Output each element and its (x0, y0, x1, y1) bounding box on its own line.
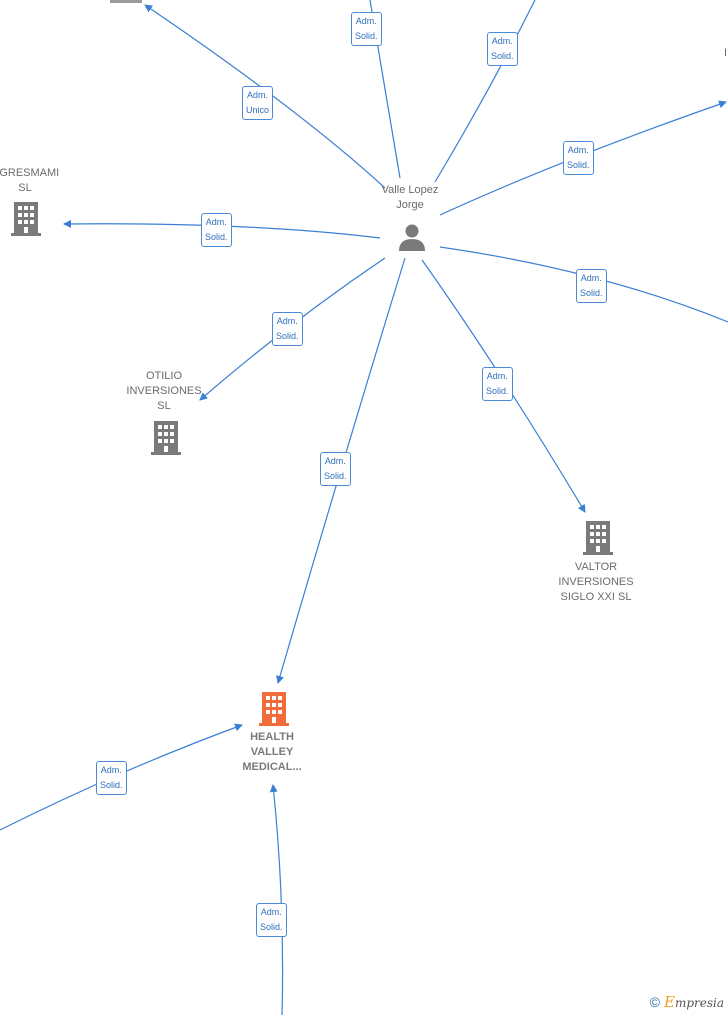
edge-label-line: Adm. (324, 456, 346, 466)
person-name-line: Jorge (396, 199, 424, 211)
company-name-line: I (724, 47, 728, 59)
edge-label-valtor[interactable]: Adm. Solid. (482, 367, 513, 401)
edge-label-line: Adm. (580, 273, 602, 283)
edge-label-line: Adm. (100, 765, 122, 775)
edge-label-line: Adm. (486, 371, 508, 381)
company-label-otilio[interactable]: OTILIO INVERSIONES SL (126, 369, 201, 414)
edge-label-line: Solid. (100, 780, 123, 790)
edge-line-left (63, 219, 381, 239)
company-name-line: INVERSIONES (558, 576, 634, 588)
company-name-line: SIGLO XXI SL (560, 591, 632, 603)
building-icon[interactable] (9, 200, 43, 236)
company-name-line: OGRESMAMI (0, 167, 60, 179)
edge-label-line: Solid. (486, 386, 509, 396)
company-name-line: SL (18, 182, 32, 194)
edge-label-line: Adm. (567, 145, 589, 155)
person-icon[interactable] (397, 222, 427, 252)
edge-line-top-left (144, 4, 386, 189)
person-name-label[interactable]: Valle Lopez Jorge (382, 183, 439, 213)
company-label-partial-right[interactable]: I (724, 46, 727, 61)
edge-line-bottom (269, 784, 284, 1015)
company-label-valtor[interactable]: VALTOR INVERSIONES SIGLO XXI SL (558, 560, 633, 605)
company-name-line: SL (157, 400, 171, 412)
copyright-symbol: © (649, 994, 660, 1010)
company-name-line: VALTOR (574, 561, 618, 573)
edge-label-left[interactable]: Adm. Solid. (201, 213, 232, 247)
edge-label-line: Solid. (355, 31, 378, 41)
edge-label-line: Solid. (580, 288, 603, 298)
edge-label-health[interactable]: Adm. Solid. (320, 452, 351, 486)
edge-label-line: Adm. (247, 90, 269, 100)
company-name-line: MEDICAL... (242, 761, 302, 773)
company-name-line: HEALTH (250, 731, 294, 743)
edge-line-top-right (434, 0, 536, 183)
edge-label-top-right[interactable]: Adm. Solid. (487, 32, 518, 66)
edge-label-top-left[interactable]: Adm. Unico (242, 86, 274, 120)
brand-initial: E (663, 993, 675, 1011)
company-name-line: INVERSIONES (126, 385, 202, 397)
brand-name: mpresia (674, 996, 724, 1010)
edge-label-line: Unico (246, 105, 270, 115)
edge-label-line: Adm. (260, 907, 282, 917)
edge-label-otilio[interactable]: Adm. Solid. (272, 312, 303, 346)
company-name-line: OTILIO (145, 370, 183, 382)
edge-label-line: Solid. (205, 232, 228, 242)
edge-label-right[interactable]: Adm. Solid. (576, 269, 607, 303)
edge-label-line: Solid. (491, 51, 514, 61)
edge-label-line: Adm. (276, 316, 298, 326)
edge-label-line: Adm. (491, 36, 513, 46)
edge-label-line: Solid. (276, 331, 299, 341)
edge-label-line: Solid. (567, 160, 590, 170)
edge-label-line: Solid. (260, 922, 283, 932)
edge-label-top[interactable]: Adm. Solid. (351, 12, 382, 46)
edge-label-line: Adm. (355, 16, 377, 26)
building-icon[interactable] (149, 419, 183, 455)
building-icon[interactable] (257, 690, 291, 726)
edge-label-right-up[interactable]: Adm. Solid. (563, 141, 594, 175)
empresia-watermark: ©Empresia (650, 993, 724, 1011)
company-label-progresmami[interactable]: OGRESMAMI SL (0, 166, 59, 196)
edge-label-line: Solid. (324, 471, 347, 481)
company-name-line: VALLEY (250, 746, 294, 758)
edge-label-line: Adm. (205, 217, 227, 227)
edge-label-bottom-left[interactable]: Adm. Solid. (96, 761, 127, 795)
person-name-line: Valle Lopez (381, 184, 439, 196)
partial-top-node (110, 0, 142, 3)
building-icon[interactable] (581, 519, 615, 555)
company-label-health-valley[interactable]: HEALTH VALLEY MEDICAL... (242, 730, 301, 775)
edge-label-bottom[interactable]: Adm. Solid. (256, 903, 287, 937)
